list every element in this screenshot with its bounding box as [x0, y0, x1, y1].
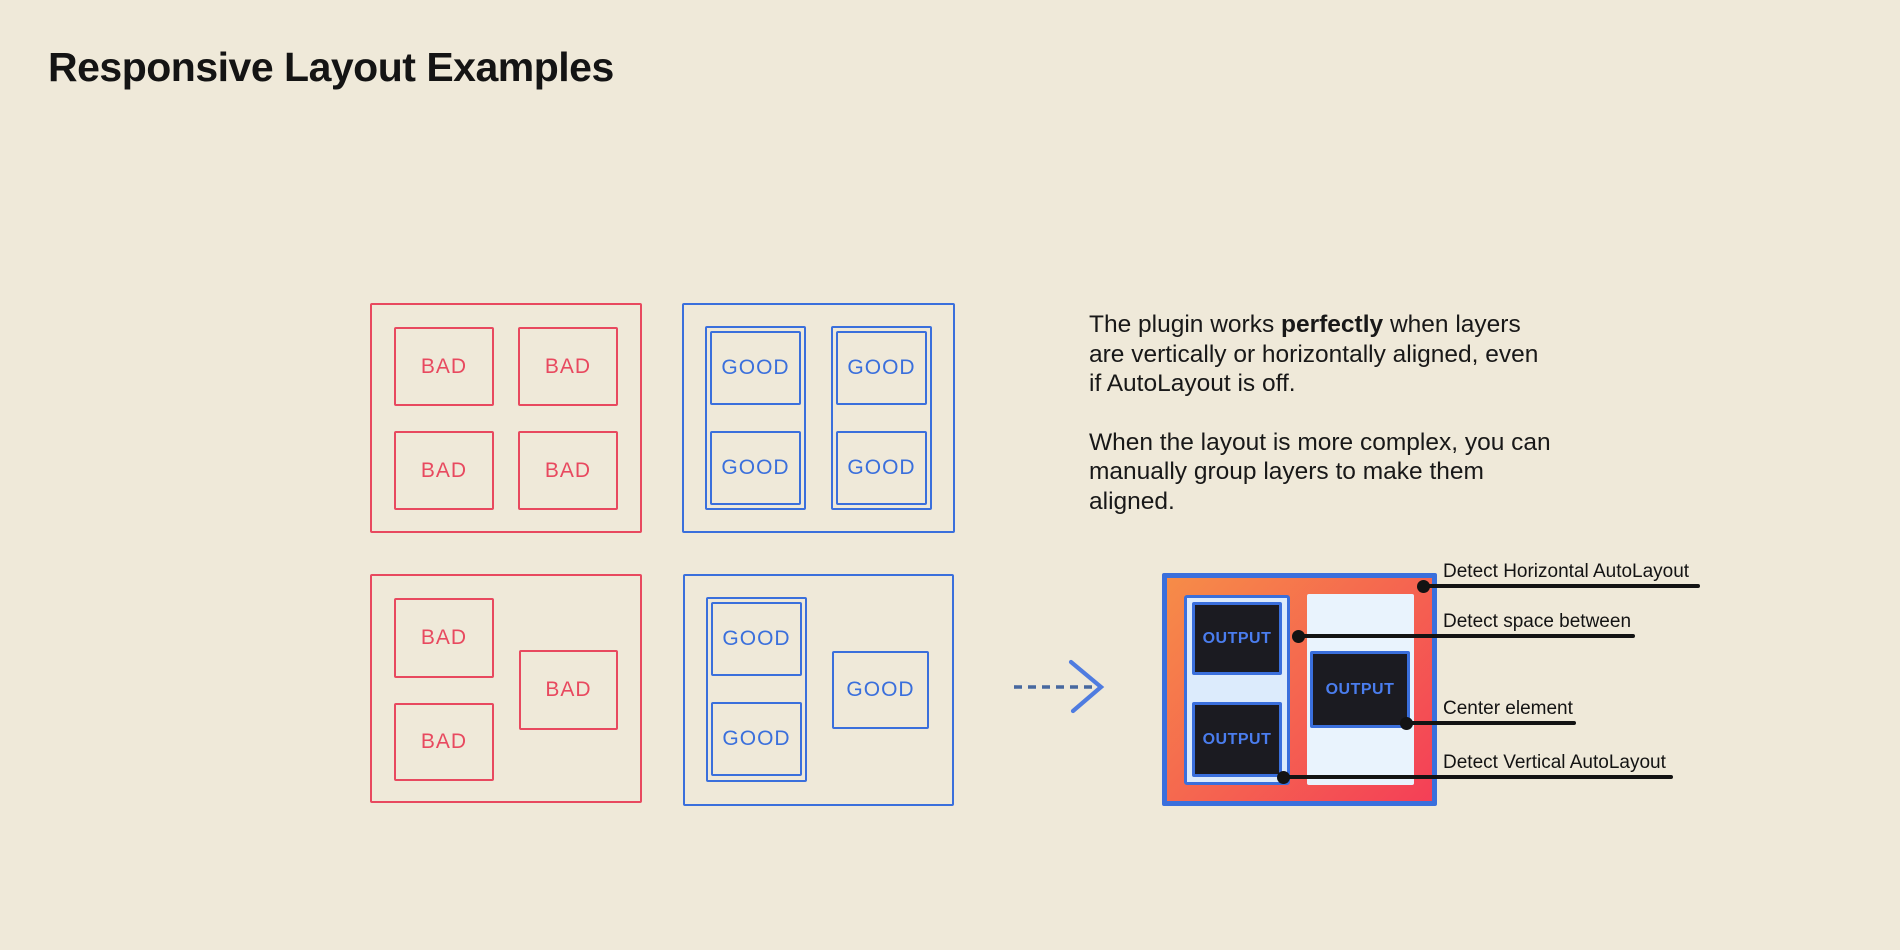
good-box: GOOD	[711, 602, 802, 676]
annotation-label: Detect Horizontal AutoLayout	[1443, 561, 1690, 582]
description-paragraph-1: The plugin works perfectly when layers a…	[1089, 310, 1551, 399]
bad-box: BAD	[394, 431, 494, 510]
good-group-grid: GOOD GOOD GOOD GOOD	[682, 303, 955, 533]
paragraph-text: when layers are vertically or horizontal…	[1089, 311, 1539, 397]
annotation-dot	[1277, 771, 1290, 784]
layer-group-wrapper: GOOD GOOD	[831, 326, 932, 510]
annotation-dot	[1417, 580, 1430, 593]
good-box: GOOD	[710, 431, 801, 505]
bad-box: BAD	[394, 703, 494, 781]
bad-group-complex: BAD BAD BAD	[370, 574, 642, 803]
bad-box: BAD	[518, 431, 618, 510]
paragraph-text: The plugin works	[1089, 311, 1282, 338]
annotation-line	[1298, 634, 1635, 638]
description-text: The plugin works perfectly when layers a…	[1089, 310, 1551, 516]
output-box: OUTPUT	[1310, 651, 1410, 728]
annotation-label: Detect Vertical AutoLayout	[1443, 752, 1666, 773]
annotation-dot	[1400, 717, 1413, 730]
annotation-line	[1405, 721, 1576, 725]
output-diagram: OUTPUT OUTPUT OUTPUT	[1162, 573, 1437, 806]
bad-box: BAD	[518, 327, 618, 406]
good-box: GOOD	[710, 331, 801, 405]
output-box: OUTPUT	[1192, 602, 1282, 675]
bad-box: BAD	[394, 327, 494, 406]
bad-group-grid: BAD BAD BAD BAD	[370, 303, 642, 533]
annotation-label: Detect space between	[1443, 611, 1632, 632]
annotation-label: Center element	[1443, 698, 1573, 719]
layer-group-wrapper: GOOD GOOD	[705, 326, 806, 510]
center-column: OUTPUT	[1307, 594, 1414, 785]
output-box: OUTPUT	[1192, 702, 1282, 777]
good-group-complex: GOOD GOOD GOOD	[683, 574, 954, 806]
good-box: GOOD	[836, 331, 927, 405]
description-paragraph-2: When the layout is more complex, you can…	[1089, 428, 1551, 515]
good-box: GOOD	[836, 431, 927, 505]
annotation-dot	[1292, 630, 1305, 643]
vertical-autolayout-group: OUTPUT OUTPUT	[1184, 595, 1290, 785]
annotation-line	[1283, 775, 1673, 779]
good-box: GOOD	[832, 651, 929, 729]
layer-group-wrapper: GOOD GOOD	[706, 597, 807, 782]
arrow-right-icon	[1014, 659, 1105, 714]
good-box: GOOD	[711, 702, 802, 776]
bad-box: BAD	[394, 598, 494, 678]
paragraph-bold-text: perfectly	[1281, 311, 1384, 338]
page-title: Responsive Layout Examples	[48, 44, 614, 90]
bad-box: BAD	[519, 650, 618, 730]
annotation-line	[1423, 584, 1700, 588]
